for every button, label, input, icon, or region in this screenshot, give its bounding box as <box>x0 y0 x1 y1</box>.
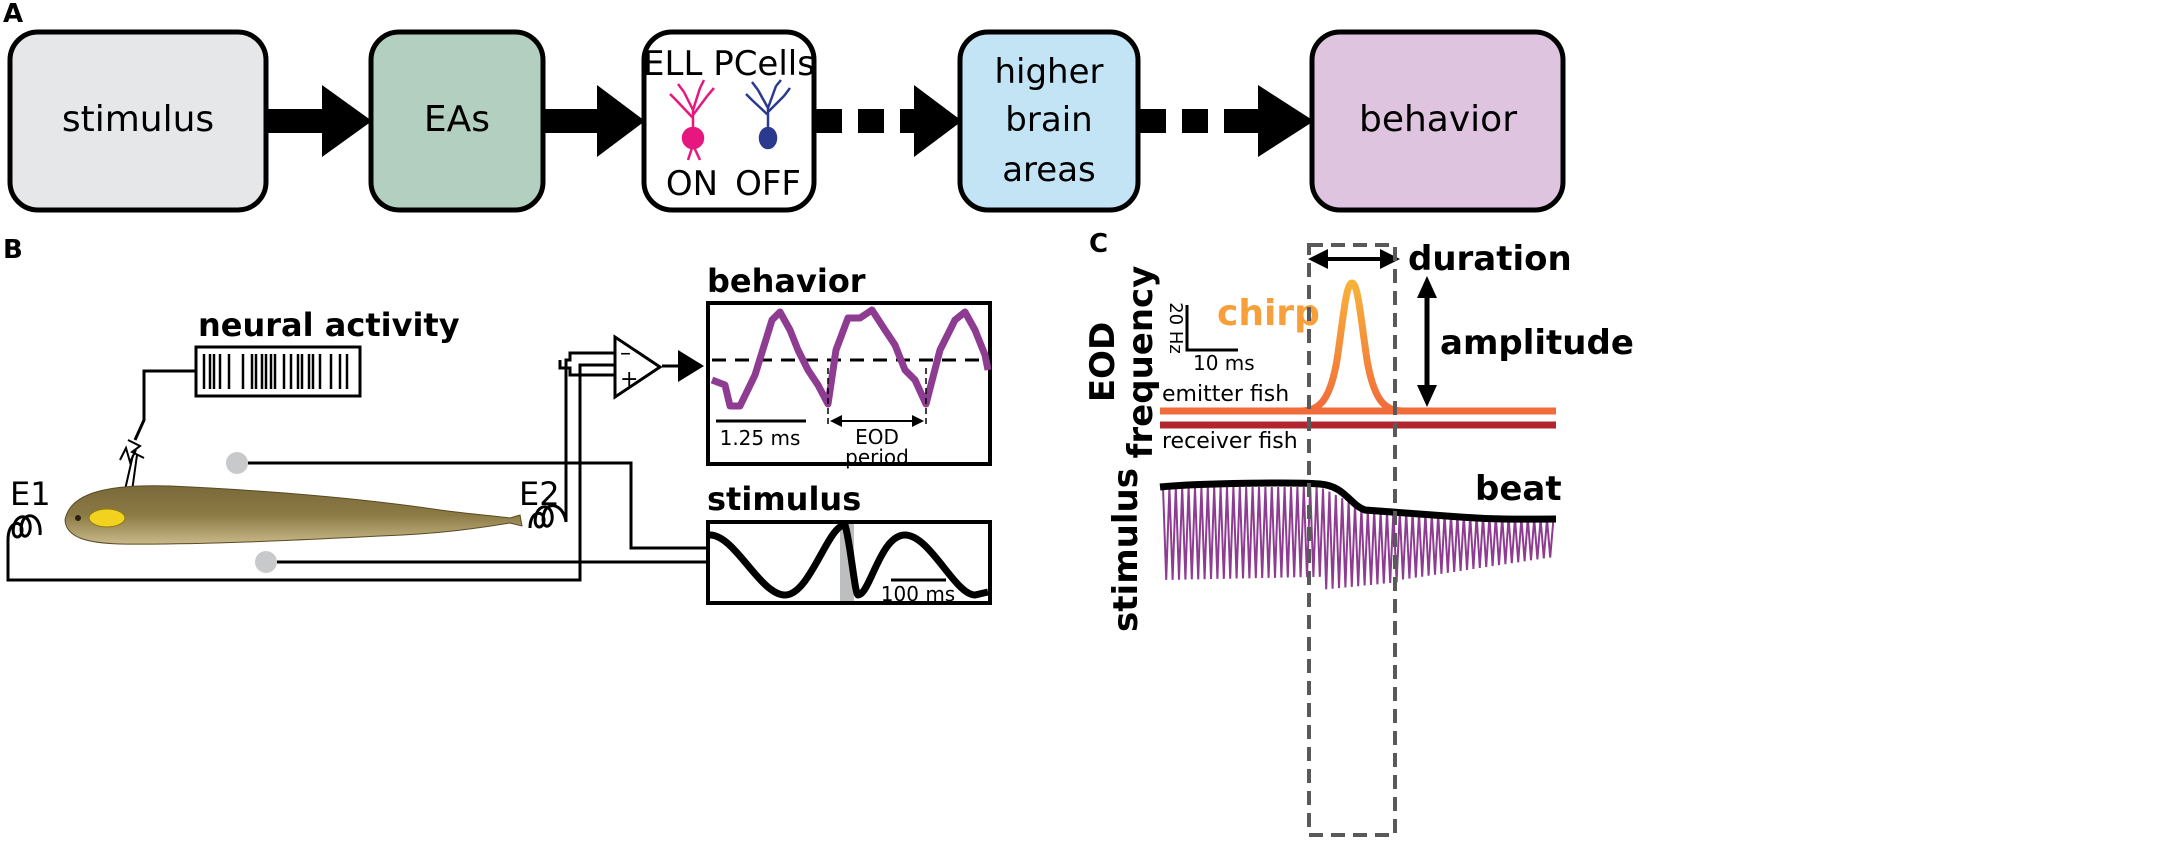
stim-electrode-bottom <box>255 551 277 573</box>
beat-envelope <box>1159 479 1557 523</box>
amplitude-arrow <box>1417 276 1437 407</box>
differential-amplifier: – + <box>613 334 663 400</box>
e1-electrode-icon <box>6 514 42 541</box>
off-cell-icon <box>745 79 791 150</box>
receiver-fish-label: receiver fish <box>1162 429 1298 454</box>
amp-plus-label: + <box>620 367 638 392</box>
dashed-arrow-higher-to-behavior <box>1140 85 1314 157</box>
scale-10ms-label: 10 ms <box>1193 351 1255 375</box>
panel-a-letter: A <box>3 0 23 29</box>
behavior-plot: 1.25 ms EOD period <box>706 301 992 469</box>
eod-period-line1: EOD <box>855 425 899 449</box>
eod-period-line2: period <box>845 445 909 469</box>
emitter-fish-label: emitter fish <box>1162 382 1289 407</box>
higher-label-3: areas <box>1002 150 1096 190</box>
arrow-stimulus-to-eas <box>266 85 372 157</box>
spike-raster <box>194 345 362 398</box>
amp-minus-label: – <box>620 341 631 366</box>
on-cell-icon <box>669 79 715 161</box>
e1-label: E1 <box>10 475 51 513</box>
on-label: ON <box>666 164 718 204</box>
stimulus-plot-title: stimulus <box>707 480 861 518</box>
scale-100ms-label: 100 ms <box>881 582 955 606</box>
eas-box: EAs <box>368 29 546 213</box>
panel-b-letter: B <box>3 235 23 265</box>
ell-pcells-title: ELL PCells <box>643 44 815 84</box>
amplitude-label: amplitude <box>1440 323 1634 363</box>
svg-text:frequency: frequency <box>1121 266 1161 459</box>
behavior-eod-trace <box>710 306 992 410</box>
stim-electrode-top <box>226 452 248 474</box>
chirp-scale-bars: 20 Hz 10 ms <box>1165 302 1255 375</box>
panel-c-letter: C <box>1089 229 1108 259</box>
dashed-arrow-ell-to-higher <box>816 85 962 157</box>
stimulus-trace <box>709 521 989 599</box>
fish-image <box>64 485 523 545</box>
duration-label: duration <box>1408 239 1572 279</box>
scale-20hz-label: 20 Hz <box>1165 302 1186 354</box>
chirp-window <box>1307 243 1397 837</box>
beat-oscillation <box>1162 486 1555 590</box>
scale-125ms-label: 1.25 ms <box>720 426 801 450</box>
behavior-plot-title: behavior <box>707 262 866 300</box>
beat-label: beat <box>1475 469 1562 509</box>
arrow-eas-to-ell <box>543 85 645 157</box>
svg-text:stimulus: stimulus <box>1106 468 1146 632</box>
higher-brain-areas-box: higher brain areas <box>957 29 1141 213</box>
stimulus-box: stimulus <box>7 29 269 213</box>
stimulus-plot: 100 ms <box>706 520 992 606</box>
chirp-trace <box>1299 279 1405 415</box>
wiring <box>6 351 706 582</box>
recording-wire <box>133 369 196 441</box>
amp-output-arrow <box>678 350 704 382</box>
eod-frequency-ylabel: EOD frequency <box>1083 266 1161 459</box>
duration-arrow <box>1308 249 1400 269</box>
ell-pcells-box: ELL PCells ON OFF <box>641 29 817 213</box>
stimulus-box-label: stimulus <box>62 99 214 140</box>
eas-box-label: EAs <box>424 99 490 140</box>
svg-text:EOD: EOD <box>1083 322 1123 402</box>
neural-activity-title: neural activity <box>198 306 460 344</box>
e2-electrode-icon <box>528 504 568 529</box>
higher-label-1: higher <box>994 52 1103 92</box>
off-label: OFF <box>735 164 801 204</box>
higher-label-2: brain <box>1005 100 1092 140</box>
behavior-box-label: behavior <box>1359 99 1517 140</box>
chirp-label: chirp <box>1217 293 1320 334</box>
stimulus-ylabel: stimulus <box>1106 468 1146 632</box>
behavior-box: behavior <box>1309 29 1566 213</box>
